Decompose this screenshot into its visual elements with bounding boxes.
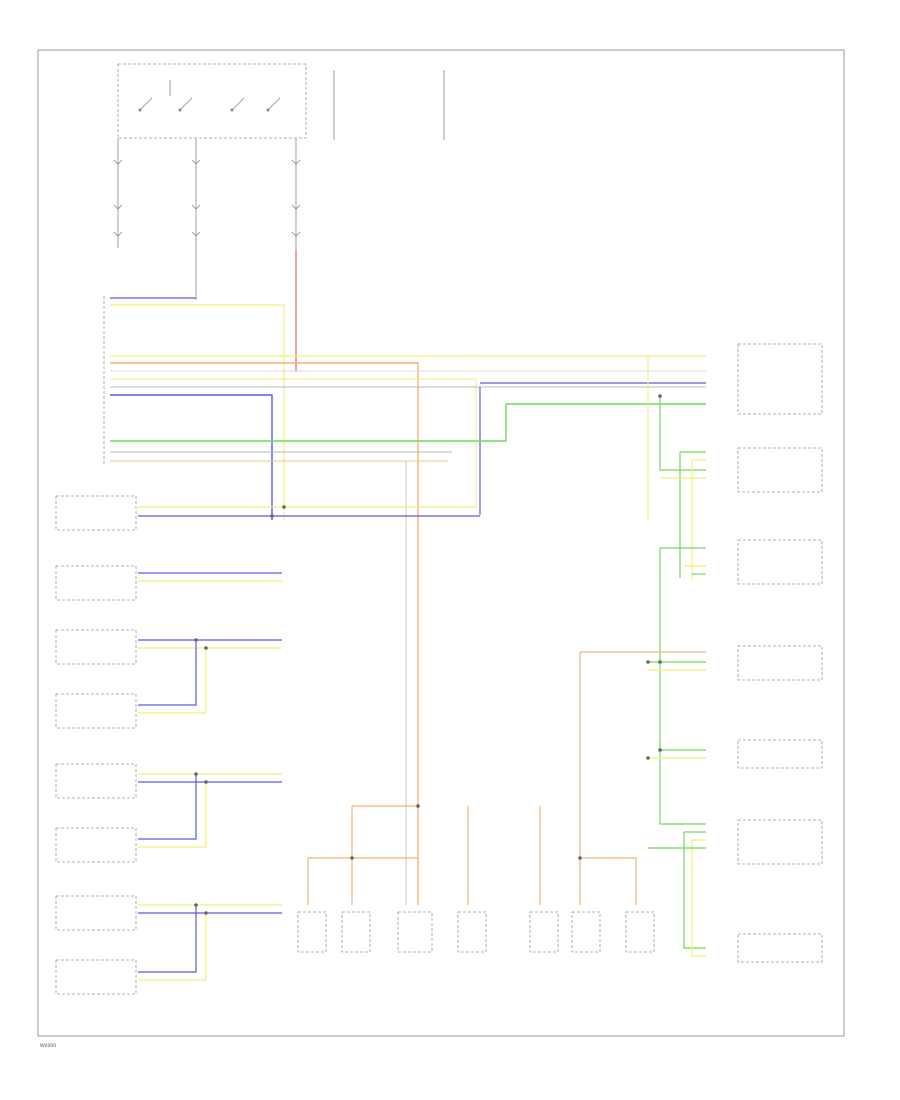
diagram-frame [37,49,845,1037]
right-module-5 [648,739,823,769]
splice-points [194,394,662,915]
left-module-1 [55,495,480,531]
left-module-7 [55,895,282,931]
right-module-4 [579,645,823,905]
fuse-drops [113,70,445,300]
left-module-4 [55,640,207,729]
junction-box [117,63,307,139]
right-module-1 [737,343,823,415]
right-module-3 [659,539,823,825]
right-module-6 [648,819,823,957]
left-module-3 [55,629,282,665]
right-module-7 [737,933,823,963]
bottom-components [297,911,655,953]
left-module-2 [55,565,282,601]
left-module-6 [55,774,207,863]
bus-wires [110,297,706,905]
diagram-code: W0000 [40,1044,57,1049]
left-module-8 [55,905,207,995]
bottom-orange-network [307,805,637,905]
right-module-2 [660,447,823,580]
left-module-5 [55,763,282,799]
